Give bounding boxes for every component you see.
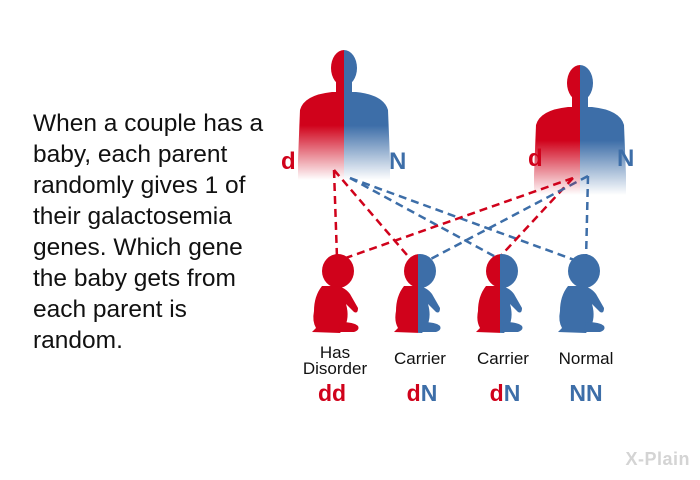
child-1-label-line1: Has: [320, 343, 350, 362]
child-1-genotype-first: d: [318, 380, 332, 406]
child-1-figure: [312, 254, 359, 333]
explanation-text: When a couple has a baby, each parent ra…: [33, 110, 264, 354]
line-p1n-child3: [349, 176, 506, 264]
child-2-label: Carrier: [394, 349, 446, 368]
child-4-genotype-second: N: [586, 380, 603, 406]
child-2-genotype: dN: [407, 380, 438, 406]
parent-1-allele-right: N: [389, 148, 406, 175]
child-4-label: Normal: [559, 349, 614, 368]
child-4-genotype: NN: [569, 380, 602, 406]
child-1-genotype-second: d: [332, 380, 346, 406]
line-p1d-child2: [333, 169, 414, 263]
child-4-figure: [558, 254, 605, 333]
child-2-genotype-first: d: [407, 380, 421, 406]
child-2-genotype-second: N: [421, 380, 438, 406]
xplain-logo: X-Plain: [625, 449, 690, 469]
child-3-label: Carrier: [477, 349, 529, 368]
child-2-figure: [394, 254, 441, 333]
parent-2-allele-left: d: [528, 145, 543, 172]
child-3-genotype-second: N: [504, 380, 521, 406]
child-3-genotype-first: d: [490, 380, 504, 406]
parent-1-figure: [298, 50, 390, 180]
parent-1-allele-left: d: [281, 148, 296, 175]
line-p1n-child4: [349, 176, 581, 264]
child-3-genotype: dN: [490, 380, 521, 406]
parent-2-figure: [534, 65, 626, 195]
line-p1d-child1: [332, 169, 339, 259]
child-3-figure: [476, 254, 523, 333]
child-1-genotype: dd: [318, 380, 346, 406]
child-4-genotype-first: N: [569, 380, 586, 406]
child-1-label-line2: Disorder: [303, 359, 368, 378]
parent-2-allele-right: N: [617, 145, 634, 172]
